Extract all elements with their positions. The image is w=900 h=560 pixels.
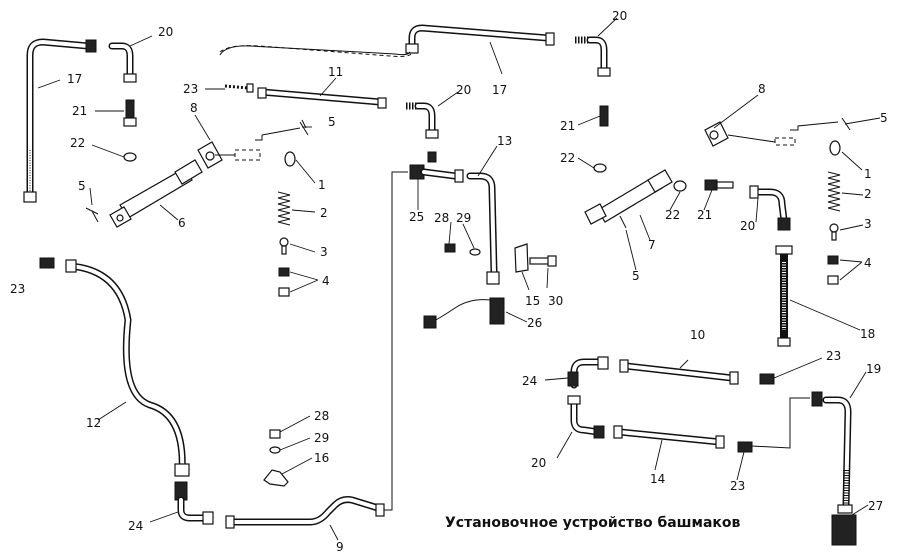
callout-9: 9 <box>336 540 344 554</box>
callout-12: 12 <box>86 416 101 430</box>
cylinder-6 <box>85 141 223 228</box>
callout-23: 23 <box>730 479 745 493</box>
callout-20: 20 <box>158 25 173 39</box>
tee-25-pipe-13 <box>384 164 557 511</box>
callout-20: 20 <box>456 83 471 97</box>
callout-24: 24 <box>128 519 143 533</box>
pin-assembly-left <box>215 119 309 297</box>
callout-22: 22 <box>665 208 680 222</box>
pipe-17-top <box>219 24 555 57</box>
callout-labels: 20 17 21 22 5 6 23 8 5 1 2 3 4 11 20 17 … <box>10 9 888 554</box>
callout-8: 8 <box>190 101 198 115</box>
callout-28: 28 <box>314 409 329 423</box>
callout-10: 10 <box>690 328 705 342</box>
callout-29: 29 <box>314 431 329 445</box>
elbow-20-top-right <box>575 36 611 173</box>
callout-14: 14 <box>650 472 665 486</box>
callout-26: 26 <box>527 316 542 330</box>
callout-7: 7 <box>648 238 656 252</box>
callout-17: 17 <box>492 83 507 97</box>
pipe-17-left <box>23 38 97 203</box>
pipe-18-elbow-20-right <box>749 185 793 347</box>
callout-22: 22 <box>560 151 575 165</box>
pipes-10-14 <box>567 356 810 453</box>
callout-11: 11 <box>328 65 343 79</box>
callout-13: 13 <box>497 134 512 148</box>
callout-18: 18 <box>860 327 875 341</box>
callout-23: 23 <box>183 82 198 96</box>
callout-28: 28 <box>434 211 449 225</box>
callout-15: 15 <box>525 294 540 308</box>
callout-21: 21 <box>697 208 712 222</box>
fitting-21-left <box>123 99 137 162</box>
callout-1: 1 <box>318 178 326 192</box>
callout-6: 6 <box>178 216 186 230</box>
callout-1: 1 <box>864 167 872 181</box>
callout-23: 23 <box>10 282 25 296</box>
callout-5: 5 <box>78 179 86 193</box>
callout-20: 20 <box>740 219 755 233</box>
pipe-9-elbow-24 <box>174 429 385 529</box>
diagram-caption: Установочное устройство башмаков <box>445 515 741 531</box>
elbow-20-top-left <box>108 42 137 83</box>
cylinder-7 <box>584 117 851 285</box>
callout-16: 16 <box>314 451 329 465</box>
callout-20: 20 <box>612 9 627 23</box>
callout-3: 3 <box>864 217 872 231</box>
callout-3: 3 <box>320 245 328 259</box>
elbow-20-middle <box>406 102 439 163</box>
pipe-12 <box>39 257 190 477</box>
callout-2: 2 <box>320 206 328 220</box>
callout-21: 21 <box>560 119 575 133</box>
callout-8: 8 <box>758 82 766 96</box>
callout-20: 20 <box>531 456 546 470</box>
callout-5: 5 <box>880 111 888 125</box>
callout-17: 17 <box>67 72 82 86</box>
callout-23: 23 <box>826 349 841 363</box>
callout-2: 2 <box>864 187 872 201</box>
callout-24: 24 <box>522 374 537 388</box>
callout-5: 5 <box>328 115 336 129</box>
callout-29: 29 <box>456 211 471 225</box>
callout-4: 4 <box>864 256 872 270</box>
callout-4: 4 <box>322 274 330 288</box>
callout-21: 21 <box>72 104 87 118</box>
callout-30: 30 <box>548 294 563 308</box>
callout-5: 5 <box>632 269 640 283</box>
callout-25: 25 <box>409 210 424 224</box>
pipe-19 <box>811 391 857 546</box>
leader-lines <box>37 17 881 541</box>
callout-19: 19 <box>866 362 881 376</box>
callout-27: 27 <box>868 499 883 513</box>
callout-22: 22 <box>70 136 85 150</box>
pipe-11 <box>224 83 387 109</box>
